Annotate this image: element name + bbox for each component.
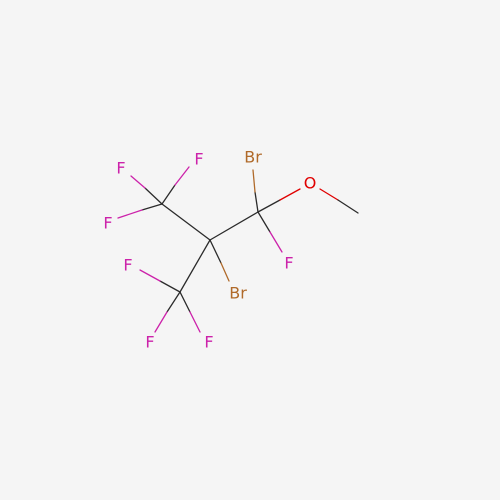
atom-f5: F <box>145 333 154 352</box>
bond-o-ch3-end <box>337 199 359 214</box>
bond-c2-c4 <box>209 211 259 241</box>
bond-c1-f2-end <box>174 166 190 186</box>
bond-c2-c3 <box>179 239 211 293</box>
bond-c4-o-end <box>279 188 301 201</box>
atom-f3: F <box>103 214 112 233</box>
bond-c1-f2 <box>161 184 176 205</box>
bond-c3-f6 <box>179 291 191 313</box>
atom-f1: F <box>116 159 125 178</box>
bond-c3-f5-end <box>154 311 168 333</box>
bond-c1-f3 <box>141 203 163 211</box>
bond-c2-br-end <box>220 262 230 282</box>
bond-c4-br <box>254 191 259 213</box>
atom-f2: F <box>194 150 203 169</box>
atom-o1: O <box>304 174 317 193</box>
bond-c3-f4 <box>159 280 181 293</box>
atom-br1: Br <box>244 148 262 167</box>
atom-labels: F F F F F F F Br Br O <box>103 148 316 352</box>
atom-f6: F <box>204 333 213 352</box>
bond-c1-f1-end <box>130 175 146 189</box>
atom-f4: F <box>123 256 132 275</box>
bond-c4-br-end <box>252 169 256 193</box>
bond-c3-f4-end <box>139 269 161 282</box>
bond-c4-f-end <box>269 231 283 253</box>
bond-o-ch3 <box>319 188 339 201</box>
bond-c4-f <box>257 211 271 233</box>
bonds <box>117 166 359 333</box>
bond-c2-br <box>209 239 222 264</box>
atom-br2: Br <box>229 284 247 303</box>
atom-f7: F <box>284 254 293 273</box>
bond-c1-f3-end <box>117 209 143 219</box>
bond-c4-o <box>257 199 281 213</box>
bond-c3-f6-end <box>189 311 201 333</box>
bond-c1-f1 <box>144 187 163 205</box>
bond-c2-c1 <box>161 203 211 241</box>
bond-c3-f5 <box>166 291 181 313</box>
